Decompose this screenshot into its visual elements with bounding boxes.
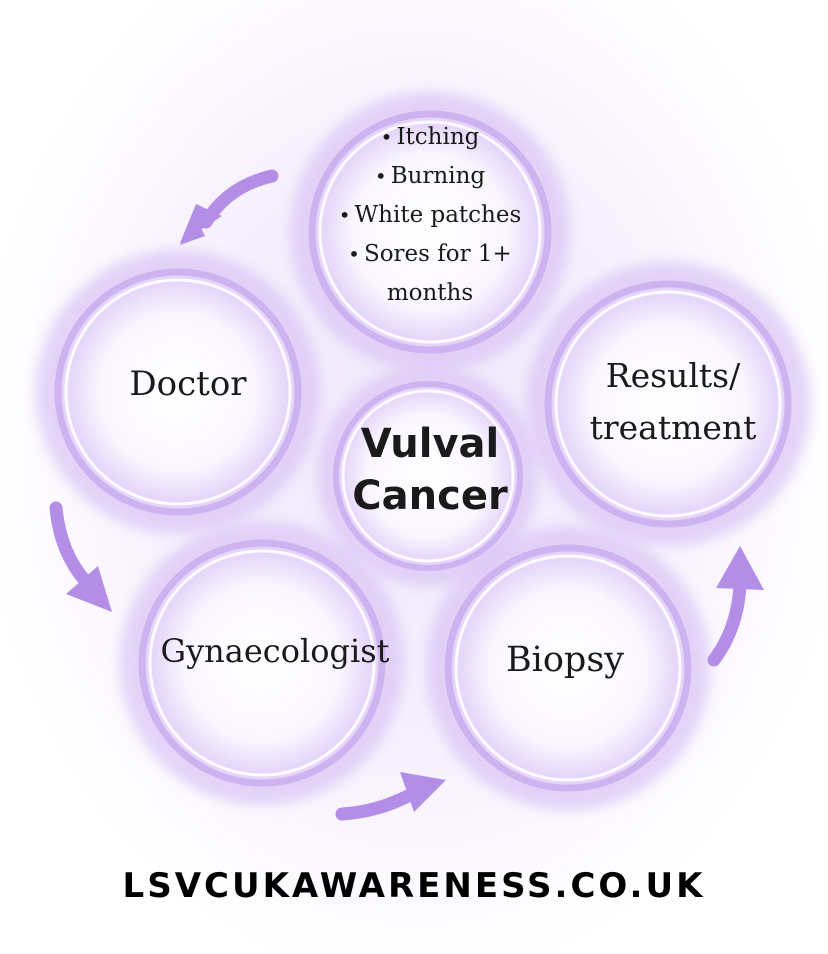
node-circle-gynaecologist	[136, 537, 388, 789]
node-label-results-line2: treatment	[589, 408, 757, 447]
symptom-item: Sores for 1+ months	[320, 235, 540, 313]
node-circle-biopsy	[442, 542, 694, 794]
center-title: Vulval Cancer	[330, 418, 530, 522]
node-label-gynaecologist: Gynaecologist	[160, 632, 390, 670]
node-label-doctor: Doctor	[129, 364, 247, 404]
symptom-item: White patches	[320, 196, 540, 235]
symptom-item: Itching	[320, 118, 540, 157]
flow-arrow-gynaecologist-to-biopsy	[335, 772, 446, 821]
node-circle-results	[542, 278, 794, 530]
symptom-item-continuation: months	[386, 280, 474, 306]
node-circle-doctor	[52, 266, 304, 518]
node-label-results-line1: Results/	[605, 356, 741, 395]
node-label-results: Results/ treatment	[568, 350, 778, 454]
website-url: LSVCUKAWARENESS.CO.UK	[122, 866, 706, 906]
center-circle	[330, 378, 526, 574]
symptoms-list: Itching Burning White patches Sores for …	[320, 118, 540, 313]
flow-arrow-doctor-to-gynaecologist	[49, 501, 112, 612]
flow-arrow-symptoms-to-doctor	[180, 169, 279, 245]
center-title-line2: Cancer	[352, 473, 508, 519]
node-label-biopsy: Biopsy	[505, 640, 625, 680]
flow-arrow-biopsy-to-results	[707, 546, 764, 667]
center-title-line1: Vulval	[360, 421, 500, 467]
symptom-item: Burning	[320, 157, 540, 196]
